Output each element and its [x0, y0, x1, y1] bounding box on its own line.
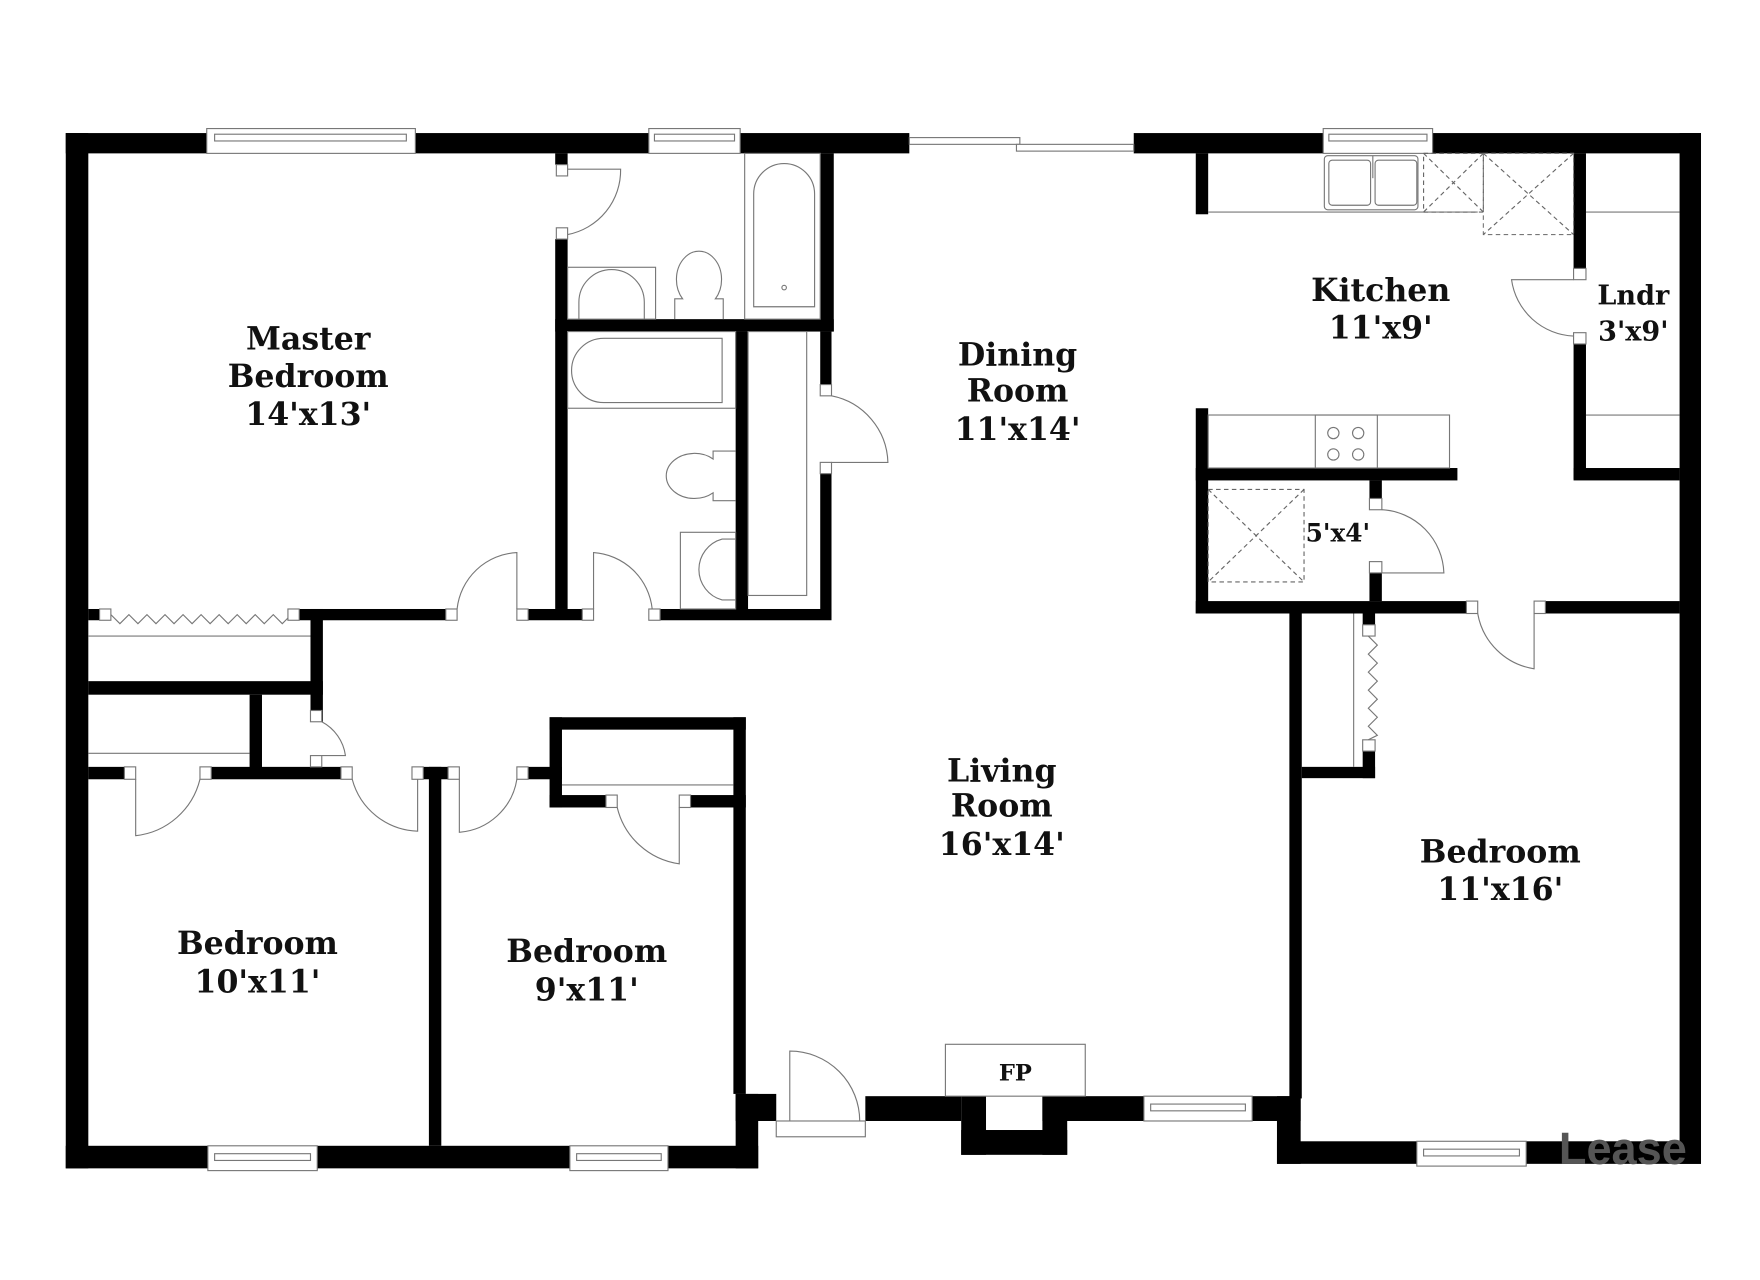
window-living-bottom: [1143, 1095, 1253, 1122]
door-linen-closet: [819, 384, 889, 475]
dining-room-label-2: Room: [967, 372, 1069, 409]
bedroom-left-dims: 10'x11': [194, 963, 320, 1000]
sliding-door: [908, 137, 1135, 152]
bedroom-right-label: Bedroom: [1420, 834, 1581, 871]
door-bed-mid-closet: [605, 794, 692, 865]
bedroom-middle-dims: 9'x11': [535, 971, 639, 1008]
door-hall-closet: [309, 709, 347, 768]
bedroom-right-dims: 11'x16': [1437, 871, 1563, 908]
window-bed-mid-bottom: [569, 1145, 669, 1172]
living-room-dims: 16'x14': [939, 826, 1065, 863]
sink-icon: [698, 538, 736, 601]
kitchen-label: Kitchen: [1311, 272, 1450, 309]
closets: [88, 211, 1680, 786]
living-room-label: Living: [947, 753, 1057, 790]
sink-icon: [578, 268, 645, 320]
outer-walls: [65, 133, 1702, 1169]
door-bed-left: [340, 766, 424, 832]
windows: [206, 128, 1527, 1172]
stove-icon: [1314, 414, 1378, 469]
pantry-dims: 5'x4': [1306, 518, 1370, 547]
fixtures: [567, 152, 1575, 1097]
door-hall-bath: [581, 551, 661, 621]
door-master-bedroom: [445, 552, 529, 621]
room-labels: Master Bedroom 14'x13' Dining Room 11'x1…: [177, 272, 1670, 1086]
dining-room-label: Dining: [958, 336, 1077, 373]
door-laundry: [1510, 267, 1587, 345]
kitchen-sink-icon: [1323, 155, 1419, 211]
window-bed-right-bottom: [1416, 1140, 1527, 1167]
doors: [123, 164, 1587, 1138]
master-bedroom-label: Master: [246, 321, 371, 358]
kitchen-dims: 11'x9': [1329, 309, 1433, 346]
bathtub-icon: [570, 337, 723, 404]
toilet-icon: [665, 450, 736, 502]
bathtub-icon: [753, 163, 816, 308]
watermark-text: Lease: [1559, 1123, 1687, 1174]
window-bed-left-bottom: [207, 1145, 318, 1172]
door-pantry: [1368, 497, 1445, 574]
window-kitchen-top: [1322, 128, 1434, 154]
laundry-label: Lndr: [1597, 280, 1670, 311]
door-front-entry: [775, 1050, 866, 1138]
bedroom-left-label: Bedroom: [177, 925, 338, 962]
laundry-dims: 3'x9': [1598, 317, 1668, 348]
bedroom-middle-label: Bedroom: [506, 933, 667, 970]
toilet-icon: [674, 250, 724, 320]
door-bed-left-closet: [123, 766, 212, 837]
door-master-bath: [555, 164, 622, 240]
dining-room-dims: 11'x14': [955, 411, 1081, 448]
window-master-top: [206, 128, 416, 154]
living-room-label-2: Room: [951, 787, 1053, 824]
master-bedroom-label-2: Bedroom: [228, 358, 389, 395]
master-bedroom-dims: 14'x13': [245, 396, 371, 433]
interior-walls: [88, 153, 1680, 1146]
door-bed-right: [1465, 600, 1546, 670]
fireplace-icon: [944, 1043, 1086, 1097]
door-bed-mid: [447, 766, 529, 833]
window-bath-top: [648, 128, 741, 154]
fireplace-label: FP: [999, 1060, 1032, 1086]
